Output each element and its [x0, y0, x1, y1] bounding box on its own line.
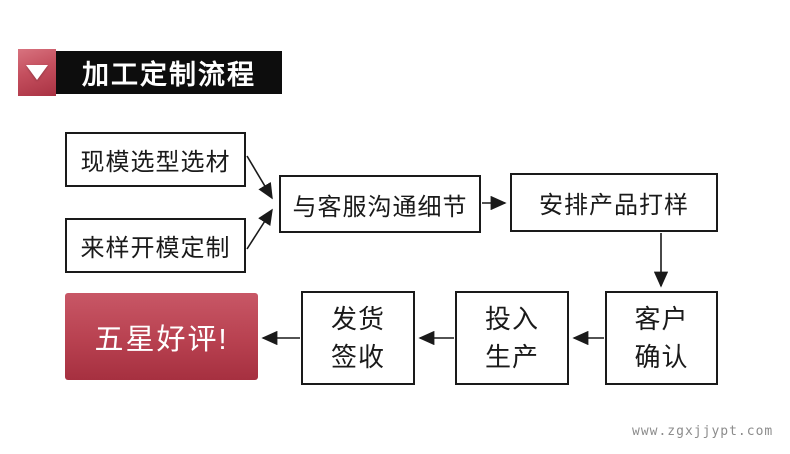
step-five-star-review: 五星好评! [65, 293, 258, 380]
step-label: 来样开模定制 [80, 235, 231, 262]
step-label: 发货 签收 [330, 304, 385, 372]
step-existing-mold: 现模选型选材 [65, 132, 246, 187]
page-title: 加工定制流程 [82, 60, 256, 90]
step-label: 客户 确认 [634, 304, 689, 372]
step-production: 投入 生产 [455, 291, 569, 385]
arrow-sample-mold-to-contact-service [246, 208, 273, 250]
step-sample-mold: 来样开模定制 [65, 218, 246, 273]
triangle-down-icon [26, 65, 48, 80]
header-red-marker [18, 49, 56, 96]
page-title-banner: 加工定制流程 [56, 51, 282, 94]
arrow-existing-mold-to-contact-service [246, 155, 273, 200]
final-step-label: 五星好评! [94, 323, 229, 356]
step-customer-confirm: 客户 确认 [605, 291, 718, 385]
site-watermark: www.zgxjjypt.com [632, 424, 774, 439]
step-label: 投入 生产 [484, 304, 539, 372]
step-ship-sign: 发货 签收 [301, 291, 415, 385]
step-contact-service: 与客服沟通细节 [279, 175, 481, 233]
step-arrange-sample: 安排产品打样 [510, 173, 718, 232]
step-label: 与客服沟通细节 [292, 193, 468, 221]
step-label: 安排产品打样 [539, 192, 689, 219]
step-label: 现模选型选材 [80, 149, 231, 176]
